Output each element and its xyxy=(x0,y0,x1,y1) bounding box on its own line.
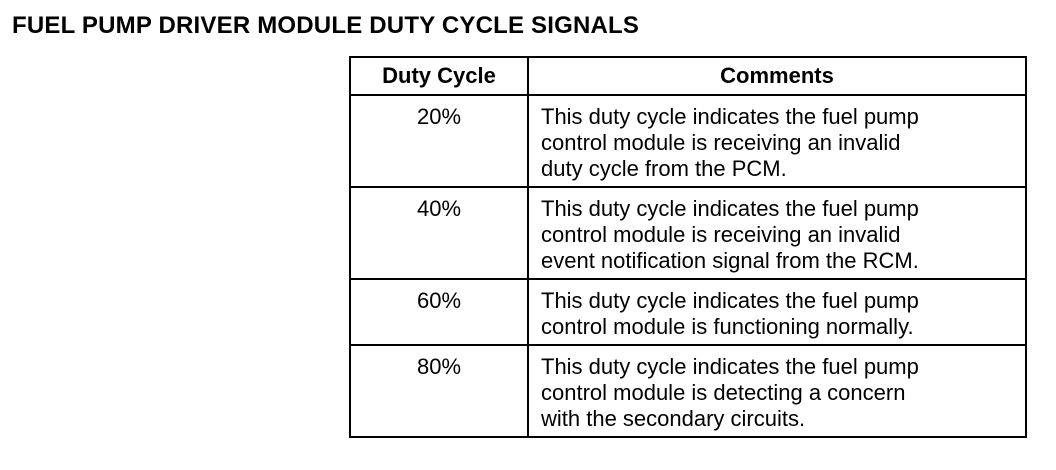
table-row: 40% This duty cycle indicates the fuel p… xyxy=(349,186,1027,280)
comment-line: control module is receiving an invalid xyxy=(541,222,901,247)
duty-cycle-cell: 20% xyxy=(349,94,529,188)
table-header-row: Duty Cycle Comments xyxy=(349,56,1027,96)
comment-line: control module is functioning normally. xyxy=(541,314,914,339)
comment-cell: This duty cycle indicates the fuel pump … xyxy=(527,186,1027,280)
duty-cycle-table: Duty Cycle Comments 20% This duty cycle … xyxy=(349,56,1027,438)
comment-line: duty cycle from the PCM. xyxy=(541,156,787,181)
column-header-comments: Comments xyxy=(527,56,1027,96)
table-row: 60% This duty cycle indicates the fuel p… xyxy=(349,278,1027,346)
table-row: 80% This duty cycle indicates the fuel p… xyxy=(349,344,1027,438)
comment-line: control module is detecting a concern xyxy=(541,380,906,405)
page-title: FUEL PUMP DRIVER MODULE DUTY CYCLE SIGNA… xyxy=(12,12,640,39)
comment-cell: This duty cycle indicates the fuel pump … xyxy=(527,94,1027,188)
column-header-duty-cycle: Duty Cycle xyxy=(349,56,529,96)
table-row: 20% This duty cycle indicates the fuel p… xyxy=(349,94,1027,188)
duty-cycle-cell: 60% xyxy=(349,278,529,346)
comment-line: This duty cycle indicates the fuel pump xyxy=(541,288,919,313)
comment-line: event notification signal from the RCM. xyxy=(541,248,919,273)
comment-line: control module is receiving an invalid xyxy=(541,130,901,155)
comment-cell: This duty cycle indicates the fuel pump … xyxy=(527,344,1027,438)
duty-cycle-cell: 80% xyxy=(349,344,529,438)
comment-line: This duty cycle indicates the fuel pump xyxy=(541,196,919,221)
comment-line: This duty cycle indicates the fuel pump xyxy=(541,104,919,129)
comment-cell: This duty cycle indicates the fuel pump … xyxy=(527,278,1027,346)
duty-cycle-cell: 40% xyxy=(349,186,529,280)
comment-line: with the secondary circuits. xyxy=(541,406,806,431)
comment-line: This duty cycle indicates the fuel pump xyxy=(541,354,919,379)
